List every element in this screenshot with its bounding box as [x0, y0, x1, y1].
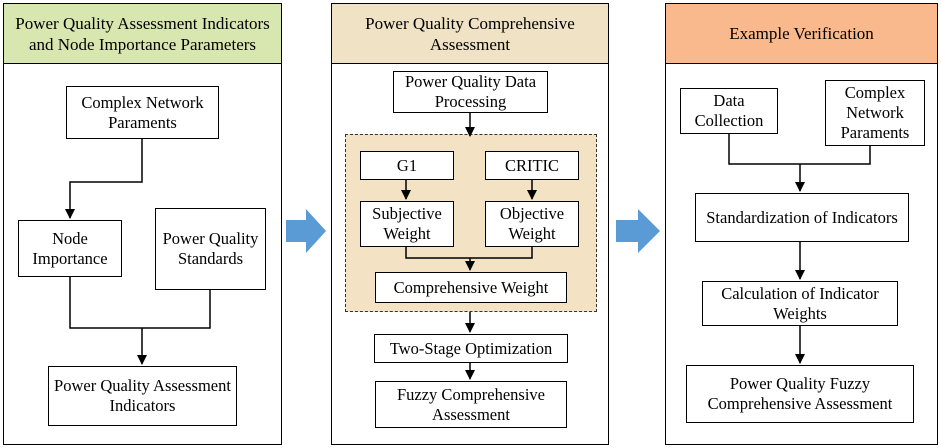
panel-indicators-header: Power Quality Assessment Indicators and …: [4, 4, 281, 64]
g1-label: G1: [396, 155, 418, 175]
pq-standards-label: Power Quality Standards: [162, 229, 259, 268]
complex-network-box-2: Complex Network Paraments: [825, 80, 925, 146]
subjective-weight-label: Subjective Weight: [372, 204, 442, 243]
critic-label: CRITIC: [504, 155, 560, 175]
panel-comprehensive-title: Power Quality Comprehensive Assessment: [365, 13, 575, 54]
critic-box: CRITIC: [485, 151, 579, 180]
pq-fuzzy-assessment-box: Power Quality Fuzzy Comprehensive Assess…: [686, 365, 914, 423]
two-stage-optimization-label: Two-Stage Optimization: [389, 338, 553, 358]
panel-comprehensive-header: Power Quality Comprehensive Assessment: [332, 4, 608, 64]
panel-example-header: Example Verification: [666, 4, 937, 64]
right-arrow-icon: [286, 209, 326, 253]
objective-weight-label: Objective Weight: [499, 204, 565, 243]
node-importance-label: Node Importance: [32, 228, 108, 268]
complex-network-box: Complex Network Paraments: [66, 86, 219, 139]
panel-example-title: Example Verification: [729, 24, 874, 43]
data-collection-label: Data Collection: [694, 91, 764, 130]
complex-network-label-2: Complex Network Paraments: [840, 83, 910, 142]
fuzzy-comprehensive-assessment-box: Fuzzy Comprehensive Assessment: [375, 381, 567, 428]
panel-indicators-title: Power Quality Assessment Indicators and …: [15, 13, 270, 54]
calc-indicator-weights-label: Calculation of Indicator Weights: [721, 283, 879, 323]
standardization-label: Standardization of Indicators: [706, 207, 898, 227]
comprehensive-weight-label: Comprehensive Weight: [393, 277, 549, 297]
node-importance-box: Node Importance: [18, 220, 122, 277]
right-arrow-icon: [616, 209, 660, 253]
comprehensive-weight-box: Comprehensive Weight: [375, 272, 567, 303]
pq-assessment-indicators-box: Power Quality Assessment Indicators: [48, 366, 237, 426]
data-processing-box: Power Quality Data Processing: [393, 71, 548, 113]
pq-standards-box: Power Quality Standards: [155, 208, 266, 290]
pq-assessment-indicators-label: Power Quality Assessment Indicators: [54, 376, 231, 415]
pq-fuzzy-assessment-label: Power Quality Fuzzy Comprehensive Assess…: [707, 374, 893, 413]
standardization-box: Standardization of Indicators: [695, 193, 909, 242]
g1-box: G1: [360, 151, 454, 180]
data-collection-box: Data Collection: [680, 88, 778, 134]
calc-indicator-weights-box: Calculation of Indicator Weights: [702, 281, 898, 326]
fuzzy-comprehensive-assessment-label: Fuzzy Comprehensive Assessment: [396, 384, 545, 424]
objective-weight-box: Objective Weight: [485, 201, 579, 247]
complex-network-label: Complex Network Paraments: [81, 92, 204, 132]
data-processing-label: Power Quality Data Processing: [404, 72, 537, 111]
subjective-weight-box: Subjective Weight: [360, 201, 454, 247]
two-stage-optimization-box: Two-Stage Optimization: [374, 334, 568, 363]
